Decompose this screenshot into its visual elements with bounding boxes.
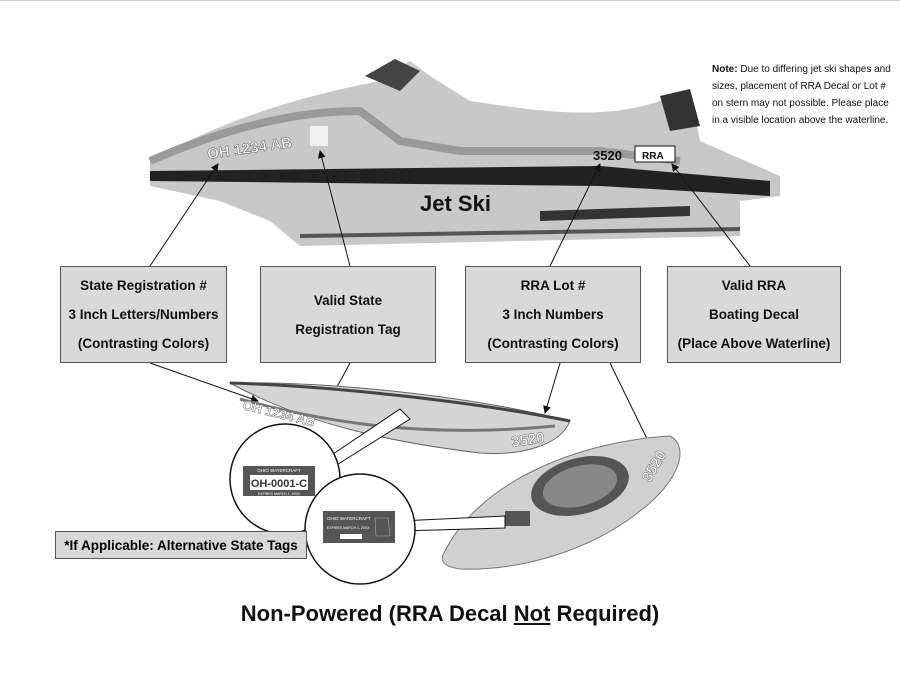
svg-text:OHIO WATERCRAFT: OHIO WATERCRAFT xyxy=(327,516,371,521)
placement-note: Note: Due to differing jet ski shapes an… xyxy=(712,64,891,126)
kayak-illustration: 3520 xyxy=(441,435,681,570)
footer-title: Non-Powered (RRA Decal Not Required) xyxy=(240,601,660,626)
arrows xyxy=(149,150,751,450)
jet-ski-illustration: OH 1234 AB 3520 RRA xyxy=(148,59,780,246)
svg-text:EXPIRES MARCH 1, 20XX: EXPIRES MARCH 1, 20XX xyxy=(327,526,370,530)
state-registration-box: State Registration #3 Inch Letters/Numbe… xyxy=(60,266,227,363)
svg-text:OH-0001-C: OH-0001-C xyxy=(251,478,307,490)
jet-ski-rra-decal: RRA xyxy=(642,151,664,162)
svg-text:OHIO WATERCRAFT: OHIO WATERCRAFT xyxy=(257,468,301,473)
svg-text:3520: 3520 xyxy=(510,429,545,450)
svg-text:EXPIRES MARCH 1, 20XX: EXPIRES MARCH 1, 20XX xyxy=(258,492,301,496)
tag-callouts: OHIO WATERCRAFT OH-0001-C EXPIRES MARCH … xyxy=(229,408,506,585)
jet-ski-lot: 3520 xyxy=(593,148,622,163)
rra-lot-box: RRA Lot #3 Inch Numbers(Contrasting Colo… xyxy=(465,266,641,363)
alternative-tags-label: *If Applicable: Alternative State Tags xyxy=(55,531,307,559)
jet-ski-label: Jet Ski xyxy=(420,191,491,216)
